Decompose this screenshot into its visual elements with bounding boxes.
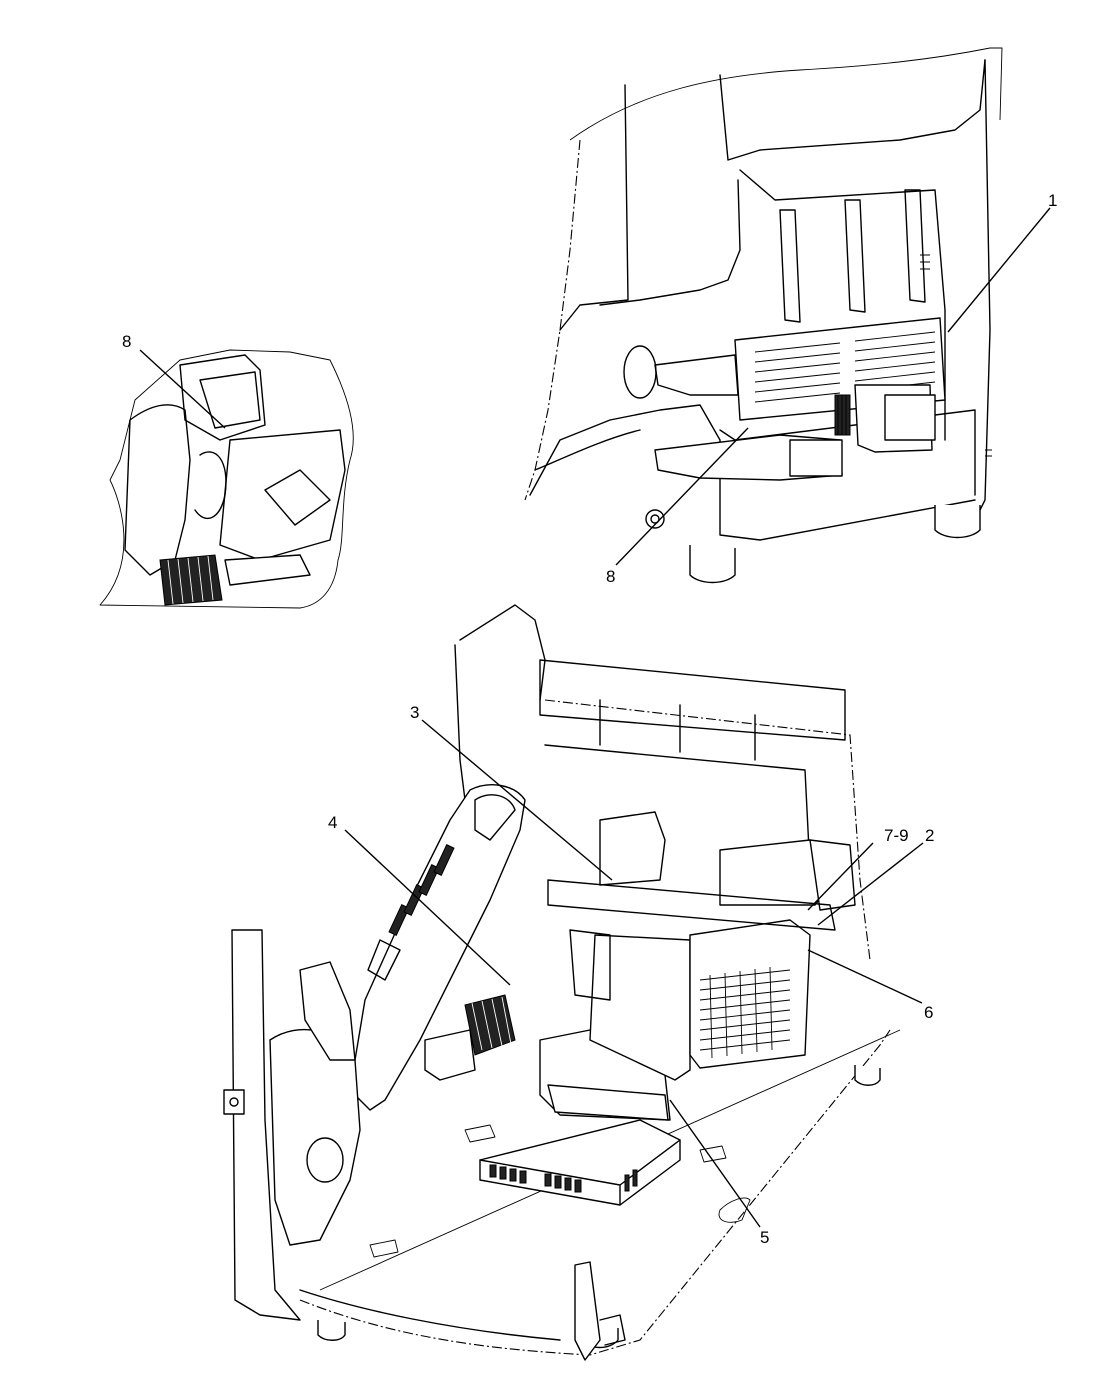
callout-labels: 1 8 8 3 4 7-9 2 6 5 [122,191,1057,1247]
floor-assembly-view [223,604,901,1361]
callout-8-rear: 8 [606,567,615,586]
callout-5: 5 [760,1228,769,1247]
detail-view [99,349,354,609]
callout-4: 4 [328,813,337,832]
leader-lines [139,207,1051,1228]
callout-1: 1 [1048,191,1057,210]
callout-7-9: 7-9 [884,826,909,845]
callout-6: 6 [924,1003,933,1022]
callout-8-detail: 8 [122,332,131,351]
rear-panel-view [524,47,1003,584]
callout-3: 3 [410,703,419,722]
callout-2: 2 [925,826,934,845]
